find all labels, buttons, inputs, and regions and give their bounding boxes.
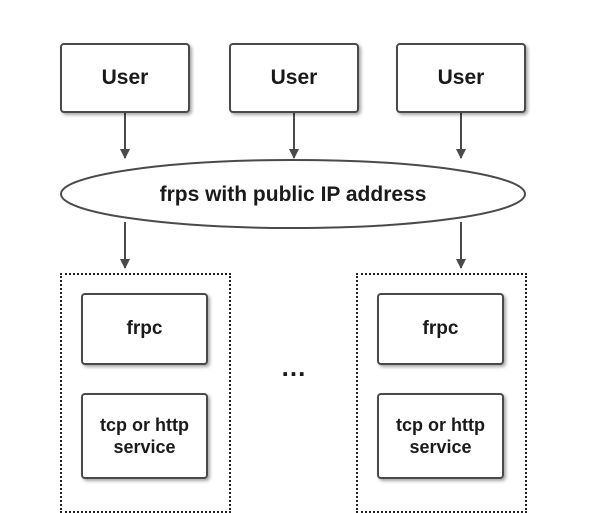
user-label: User [101, 66, 149, 89]
user-node-1: User [60, 43, 190, 113]
service-label: tcp or http service [100, 414, 189, 458]
frpc-node-2: frpc [377, 293, 504, 365]
service-node-1: tcp or http service [81, 393, 208, 479]
user-node-2: User [229, 43, 359, 113]
connector-layer [60, 113, 526, 269]
more-clients-ellipsis: ... [281, 352, 307, 382]
frpc-label: frpc [422, 318, 459, 339]
frpc-node-1: frpc [81, 293, 208, 365]
server-ellipse [60, 159, 526, 229]
user-label: User [270, 66, 318, 89]
service-label: tcp or http service [396, 414, 485, 458]
user-label: User [437, 66, 485, 89]
frpc-label: frpc [126, 318, 163, 339]
service-node-2: tcp or http service [377, 393, 504, 479]
user-node-3: User [396, 43, 526, 113]
